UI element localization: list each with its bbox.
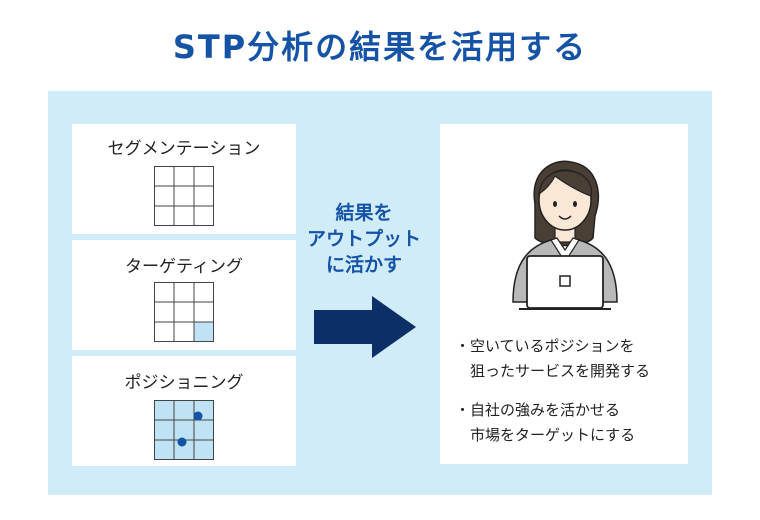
segmentation-grid-icon bbox=[154, 166, 214, 226]
targeting-label: ターゲティング bbox=[125, 257, 243, 277]
bullet-item: ・空いているポジションを 狙ったサービスを開発する bbox=[455, 334, 650, 384]
targeting-grid-icon bbox=[154, 282, 214, 342]
positioning-card: ポジショニング bbox=[72, 356, 296, 466]
bullet-item: ・自社の強みを活かせる 市場をターゲットにする bbox=[455, 398, 635, 448]
segmentation-card: セグメンテーション bbox=[72, 124, 296, 234]
arrow-caption-line: に活かす bbox=[325, 254, 402, 276]
bullet-line: ・空いているポジションを bbox=[455, 337, 635, 355]
positioning-label: ポジショニング bbox=[124, 373, 244, 393]
arrow-caption: 結果を アウトプット に活かす bbox=[294, 200, 434, 278]
bullet-line: 市場をターゲットにする bbox=[455, 426, 636, 444]
page-title: STP分析の結果を活用する bbox=[172, 28, 588, 66]
bullet-line: 狙ったサービスを開発する bbox=[455, 362, 651, 380]
segmentation-label: セグメンテーション bbox=[107, 139, 261, 159]
arrow-caption-line: 結果を bbox=[335, 202, 393, 224]
arrow-caption-line: アウトプット bbox=[306, 228, 421, 250]
bullet-line: ・自社の強みを活かせる bbox=[455, 401, 621, 419]
positioning-grid-icon bbox=[154, 400, 214, 460]
person-with-laptop-icon bbox=[512, 160, 618, 310]
targeting-card: ターゲティング bbox=[72, 240, 296, 350]
right-arrow-icon bbox=[314, 296, 416, 358]
